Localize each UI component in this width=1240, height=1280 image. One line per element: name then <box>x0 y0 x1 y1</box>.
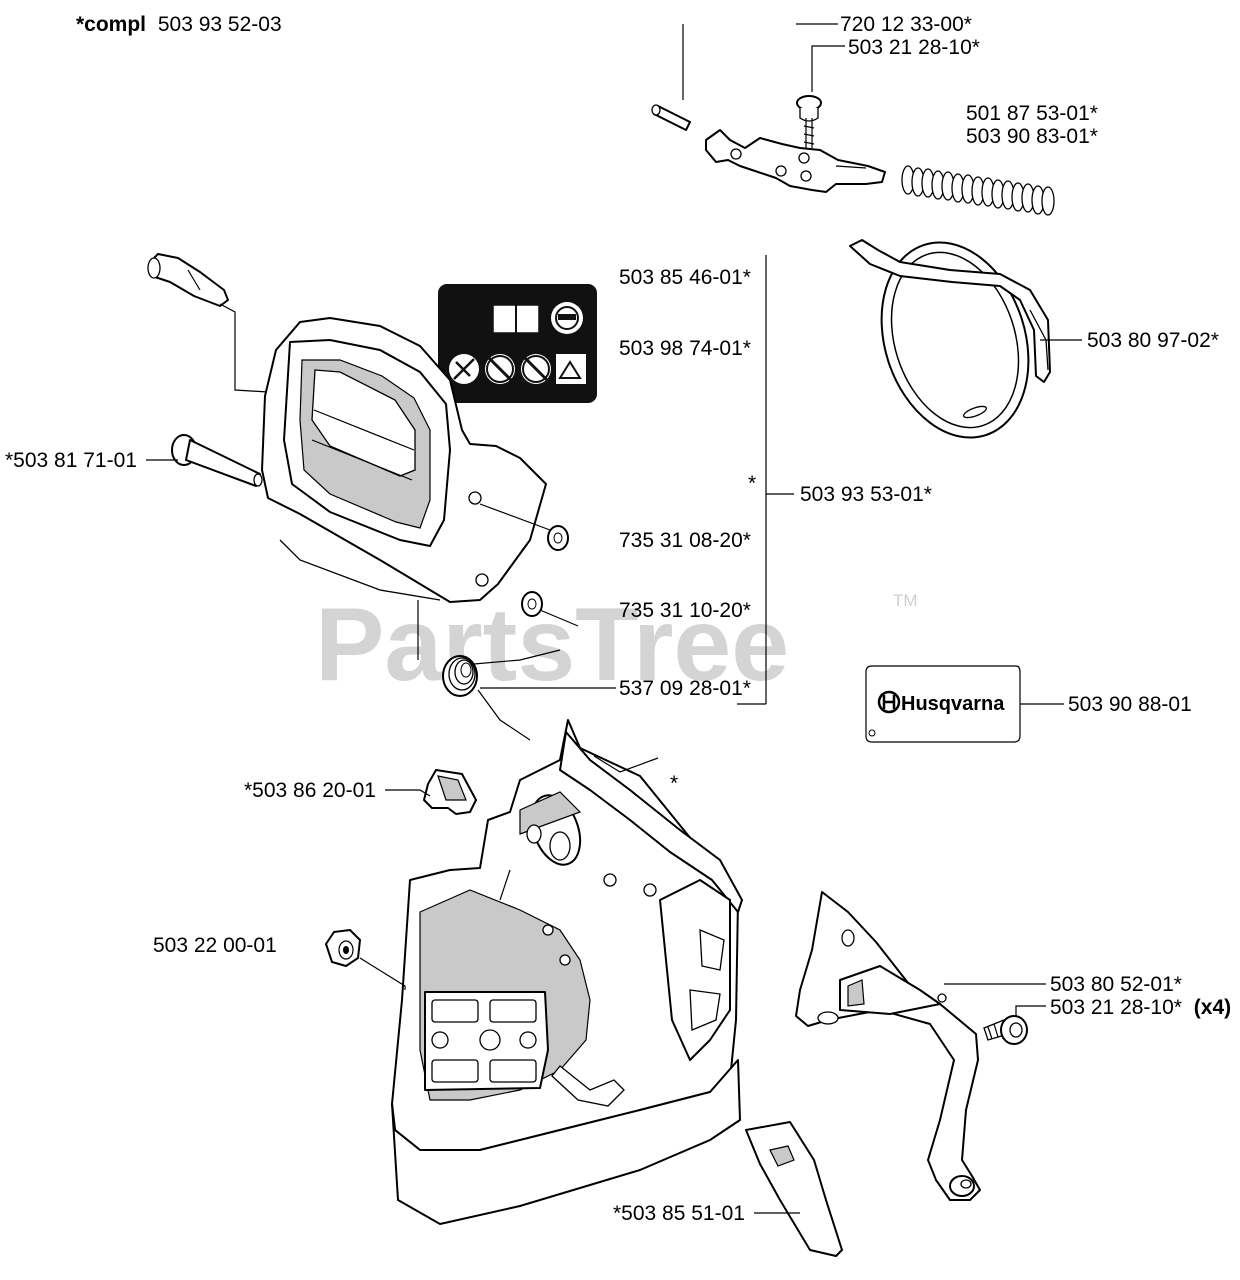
label-503-85-46: 503 85 46-01* <box>619 266 751 289</box>
group-bracket <box>737 255 794 705</box>
kickback-warning-icon <box>449 354 479 384</box>
label-503-86-20: *503 86 20-01 <box>244 779 376 802</box>
label-503-21-28-bottom: 503 21 28-10* (x4) <box>1050 996 1231 1019</box>
label-503-21-28-top: 503 21 28-10* <box>848 36 980 59</box>
two-hand-operation-icon <box>556 354 586 384</box>
e-clip-part-2 <box>521 591 543 617</box>
husqvarna-logo-icon <box>877 690 901 714</box>
label-star-cover: * <box>670 772 678 795</box>
label-720-12-33: 720 12 33-00* <box>840 13 972 36</box>
one-hand-prohibited-icon <box>485 354 515 384</box>
chain-guard-part <box>391 719 743 1225</box>
label-503-80-97: 503 80 97-02* <box>1087 329 1219 352</box>
screw-part-bottom <box>983 1015 1028 1045</box>
tip-contact-prohibited-icon <box>521 354 551 384</box>
nut-part <box>325 929 361 967</box>
manual-book-icon <box>492 304 540 334</box>
warning-decal-part <box>438 284 597 403</box>
compl-number: 503 93 52-03 <box>158 13 282 36</box>
side-bracket-part <box>795 891 981 1201</box>
torsion-spring-part <box>417 600 561 741</box>
label-503-93-53: 503 93 53-01* <box>800 483 932 506</box>
compl-prefix: *compl <box>76 13 146 36</box>
label-735-31-10: 735 31 10-20* <box>619 599 751 622</box>
label-503-98-74: 503 98 74-01* <box>619 337 751 360</box>
label-503-90-83: 503 90 83-01* <box>966 125 1098 148</box>
brake-band-part <box>849 239 1051 439</box>
label-x4: (x4) <box>1194 996 1231 1019</box>
label-star-group: * <box>748 472 756 495</box>
label-503-81-71: *503 81 71-01 <box>5 449 137 472</box>
label-503-22-00: 503 22 00-01 <box>153 934 277 957</box>
husqvarna-brand: Husqvarna <box>901 693 1005 715</box>
label-501-87-53: 501 87 53-01* <box>966 102 1098 125</box>
helmet-icon <box>551 302 583 334</box>
label-537-09-28: 537 09 28-01* <box>619 677 751 700</box>
e-clip-part-1 <box>547 525 569 551</box>
pin-part <box>651 104 691 131</box>
bolt-part <box>171 434 263 487</box>
watermark-text: PartsTree <box>315 587 789 703</box>
label-503-21-28-bottom-number: 503 21 28-10* <box>1050 996 1182 1019</box>
clip-part <box>423 769 477 815</box>
watermark-tm: TM <box>893 591 918 610</box>
stud-part <box>147 253 229 307</box>
brake-lever-part <box>705 129 886 193</box>
label-503-85-51: *503 85 51-01 <box>613 1202 745 1225</box>
plate-part <box>745 1121 843 1257</box>
label-503-90-88: 503 90 88-01 <box>1068 693 1192 716</box>
screw-part-top <box>796 95 822 148</box>
spring-part-top <box>901 165 1055 216</box>
label-503-80-52: 503 80 52-01* <box>1050 973 1182 996</box>
brake-lever-group <box>651 23 1055 216</box>
label-735-31-08: 735 31 08-20* <box>619 529 751 552</box>
compl-label: *compl 503 93 52-03 <box>76 13 282 36</box>
husqvarna-decal-part: Husqvarna <box>865 665 1021 743</box>
clutch-cover-part <box>147 253 547 603</box>
